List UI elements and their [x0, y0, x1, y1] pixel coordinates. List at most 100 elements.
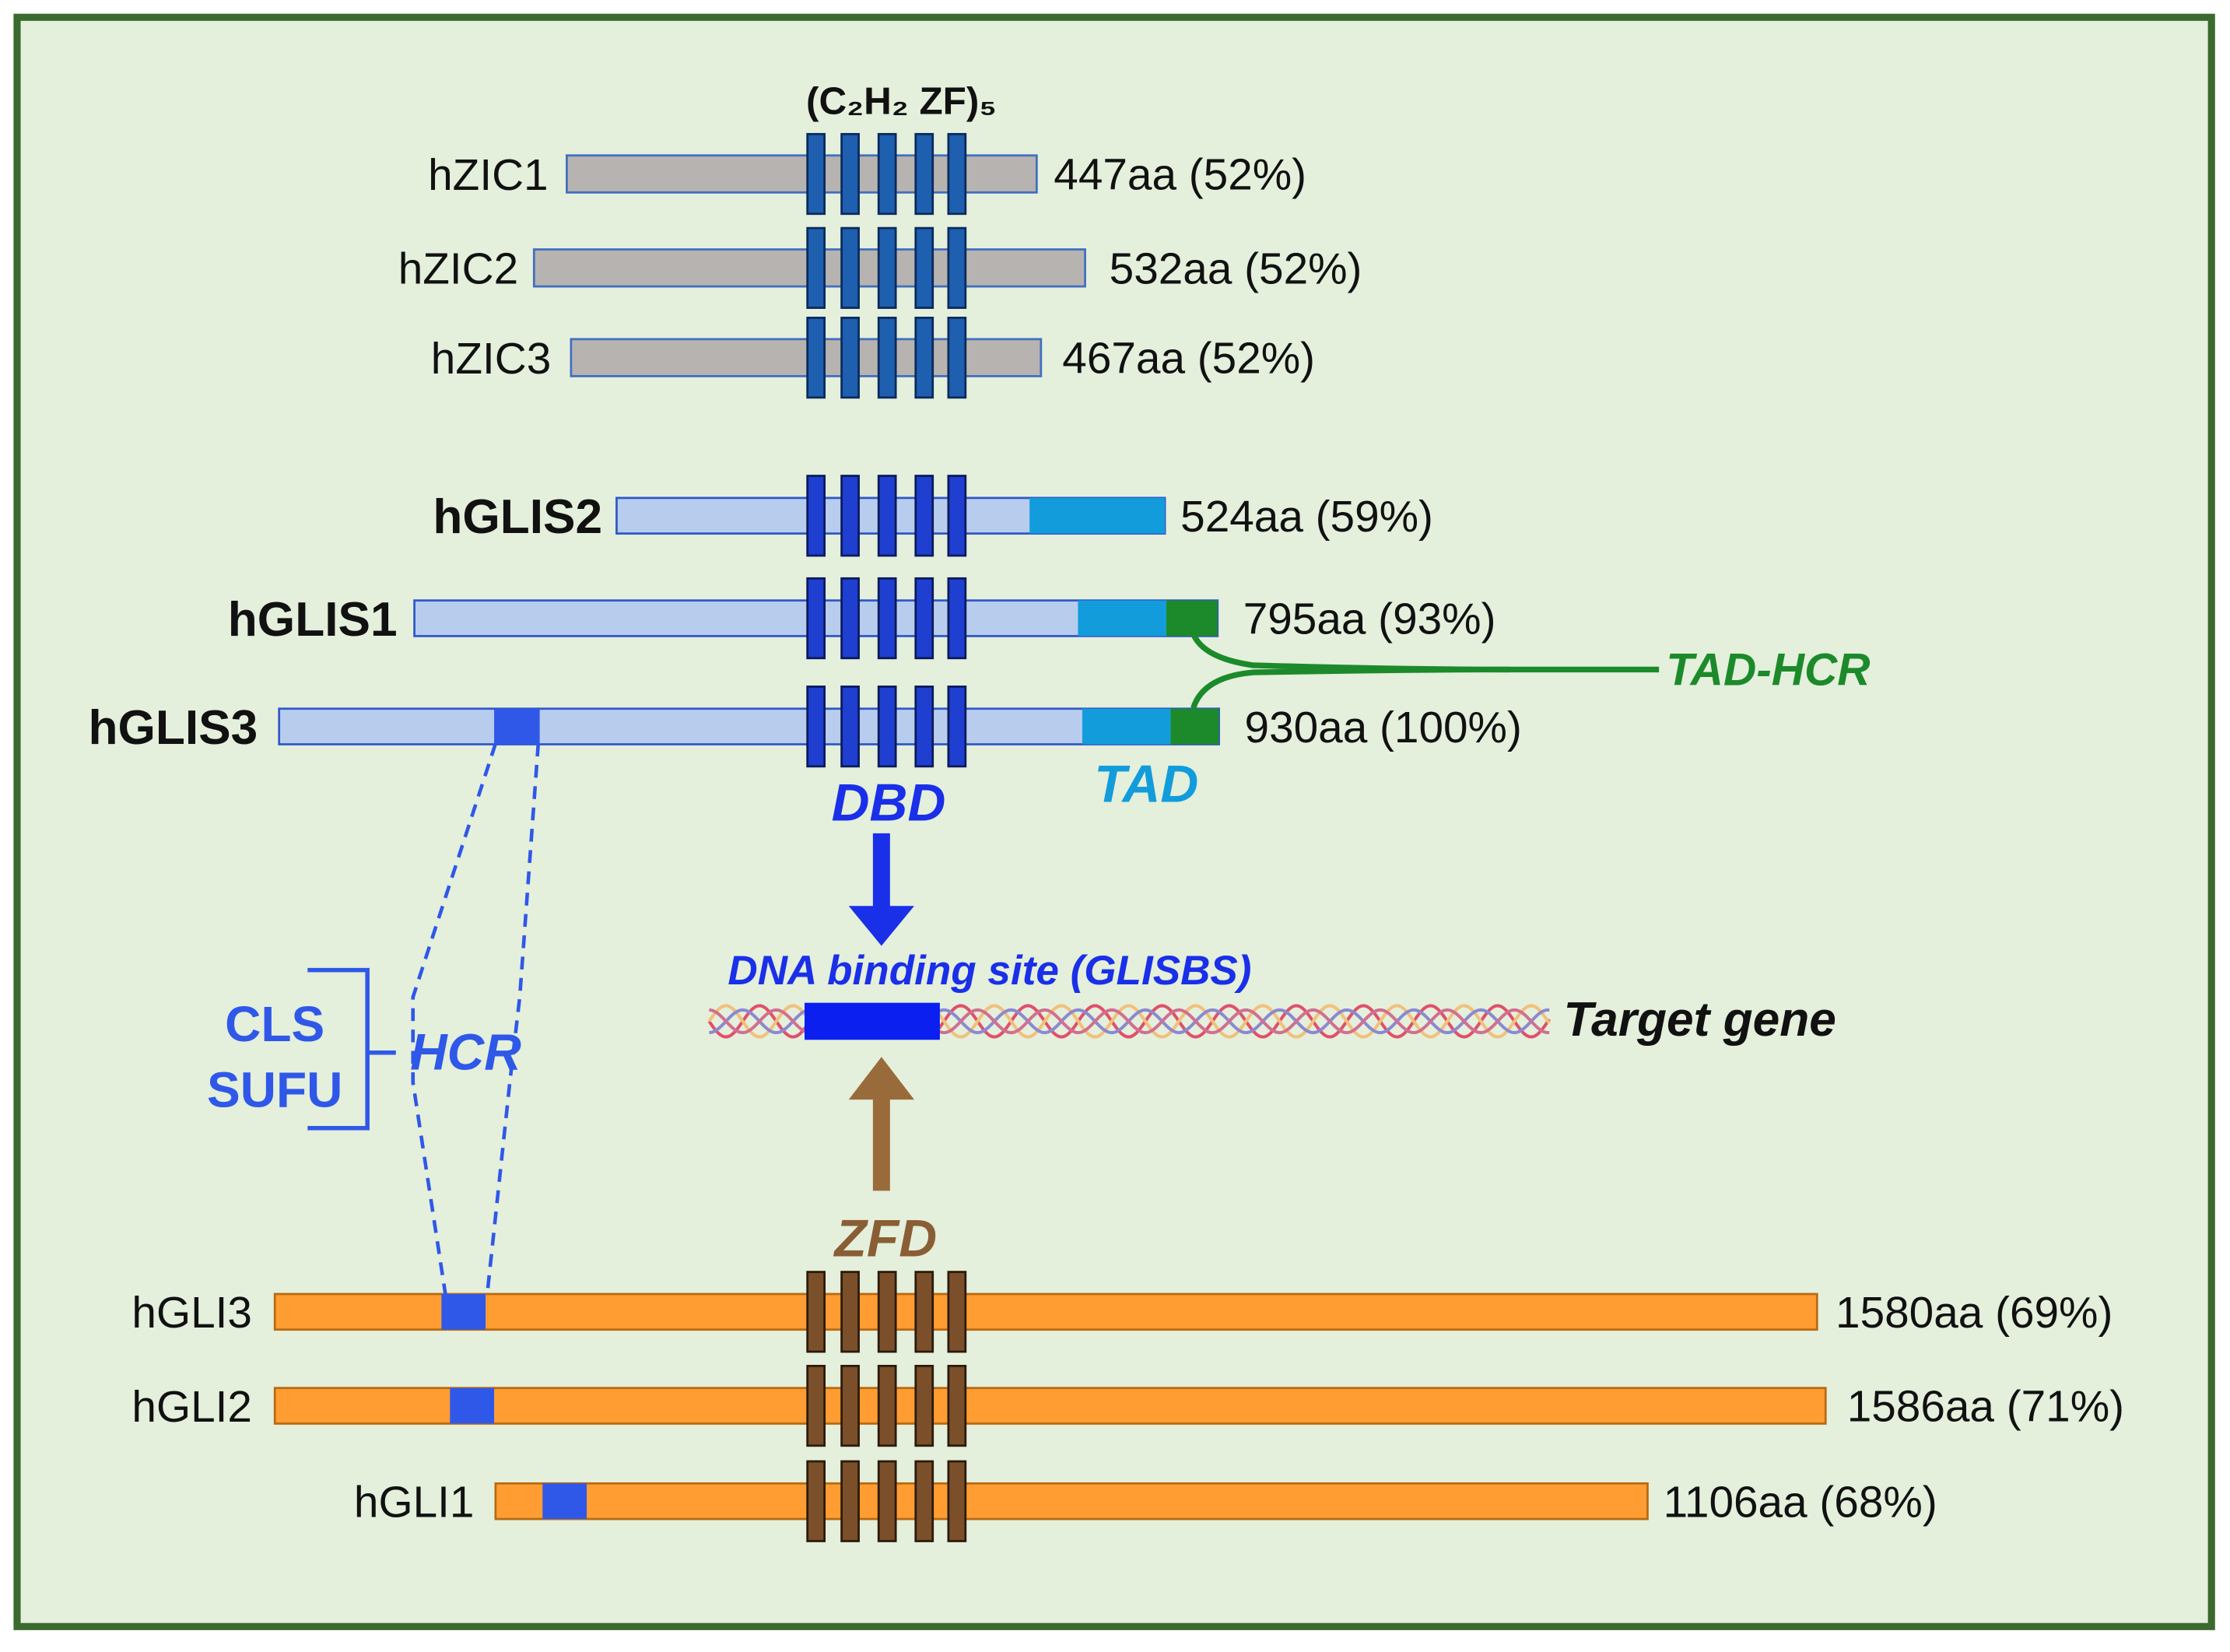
zinc-finger-zic3-5: [947, 317, 967, 399]
zfd-arrow-shaft: [872, 1096, 890, 1191]
hcr-domain-glis3: [494, 708, 540, 745]
protein-bar-glis3: [278, 707, 1220, 745]
protein-name-glis2: hGLIS2: [433, 490, 602, 544]
zinc-finger-glis1-2: [840, 577, 860, 660]
protein-bar-gli2: [273, 1387, 1827, 1425]
dbd-arrow-shaft: [872, 833, 890, 912]
hcr-connector: [411, 742, 541, 1297]
zinc-finger-gli2-4: [914, 1364, 934, 1447]
zinc-finger-zic2-1: [806, 226, 826, 309]
zinc-finger-gli2-1: [806, 1364, 826, 1447]
tad-domain-glis2: [1029, 497, 1166, 534]
zinc-finger-zic3-4: [914, 317, 934, 399]
zinc-finger-gli3-1: [806, 1271, 826, 1353]
protein-row-gli2: hGLI2 1586aa (71%): [131, 1364, 2124, 1447]
tad-hcr-domain-glis1: [1166, 600, 1218, 637]
dbd-label: DBD: [832, 773, 946, 832]
protein-row-glis2: hGLIS2 524aa (59%): [433, 475, 1433, 557]
protein-row-zic2: hZIC2 532aa (52%): [398, 226, 1362, 309]
cls-sufu-bracket: [307, 967, 396, 1131]
protein-rows: hZIC1 447aa (52%) hZIC2 532aa (52%) hZIC3 467…: [88, 132, 2124, 1542]
protein-name-gli1: hGLI1: [354, 1478, 475, 1527]
protein-bar-gli1: [494, 1482, 1649, 1520]
zinc-finger-gli3-5: [947, 1271, 967, 1353]
hcr-domain-gli3: [441, 1293, 486, 1330]
zinc-finger-gli3-2: [840, 1271, 860, 1353]
protein-row-glis3: hGLIS3 930aa (100%): [88, 686, 1522, 768]
dna-binding-site-box: [805, 1002, 940, 1040]
tad-hcr-domain-glis3: [1170, 708, 1219, 745]
zinc-finger-glis1-4: [914, 577, 934, 660]
protein-row-zic1: hZIC1 447aa (52%): [428, 132, 1306, 216]
zinc-finger-glis2-5: [947, 475, 967, 557]
zinc-finger-gli1-3: [877, 1460, 897, 1542]
protein-info-zic1: 447aa (52%): [1054, 151, 1306, 200]
zinc-finger-glis2-3: [877, 475, 897, 557]
protein-info-gli2: 1586aa (71%): [1847, 1383, 2124, 1432]
zinc-finger-zic1-4: [914, 132, 934, 216]
tad-hcr-label: TAD-HCR: [1666, 645, 1870, 696]
protein-bar-gli3: [273, 1292, 1818, 1331]
zinc-finger-glis1-3: [877, 577, 897, 660]
protein-name-zic2: hZIC2: [398, 245, 518, 294]
hcr-domain-gli1: [542, 1483, 587, 1520]
zinc-finger-glis3-2: [840, 686, 860, 768]
protein-name-zic3: hZIC3: [431, 335, 551, 384]
zinc-finger-gli3-3: [877, 1271, 897, 1353]
protein-info-glis2: 524aa (59%): [1180, 493, 1433, 542]
zinc-finger-glis3-4: [914, 686, 934, 768]
zinc-finger-zic3-2: [840, 317, 860, 399]
zinc-finger-zic2-4: [914, 226, 934, 309]
protein-info-zic3: 467aa (52%): [1062, 335, 1315, 384]
zinc-finger-zic2-2: [840, 226, 860, 309]
zinc-finger-gli1-1: [806, 1460, 826, 1542]
zfd-arrow-head: [848, 1057, 914, 1100]
zinc-finger-gli1-4: [914, 1460, 934, 1542]
zfd-arrow: [848, 1057, 914, 1191]
zinc-finger-zic2-3: [877, 226, 897, 309]
protein-info-gli3: 1580aa (69%): [1836, 1289, 2113, 1338]
dbd-arrow: [848, 833, 914, 946]
protein-name-glis3: hGLIS3: [88, 701, 258, 755]
hcr-dashed-line-left: [411, 742, 498, 1297]
zinc-finger-glis1-5: [947, 577, 967, 660]
dna-binding-site-label: DNA binding site (GLISBS): [728, 948, 1251, 994]
protein-info-glis3: 930aa (100%): [1245, 703, 1522, 752]
zinc-finger-glis1-1: [806, 577, 826, 660]
zinc-finger-gli3-4: [914, 1271, 934, 1353]
zinc-finger-zic1-3: [877, 132, 897, 216]
protein-name-gli2: hGLI2: [131, 1383, 252, 1432]
diagram-background: [13, 13, 2215, 1630]
zinc-finger-gli2-5: [947, 1364, 967, 1447]
protein-row-glis1: hGLIS1 795aa (93%): [228, 577, 1496, 660]
sufu-label: SUFU: [207, 1061, 342, 1117]
tad-hcr-connector-line-glis3: [1190, 666, 1509, 710]
protein-bar-zic3: [570, 338, 1043, 377]
zinc-finger-zic2-5: [947, 226, 967, 309]
protein-row-zic3: hZIC3 467aa (52%): [431, 317, 1315, 399]
zinc-finger-zic1-5: [947, 132, 967, 216]
protein-name-glis1: hGLIS1: [228, 593, 398, 647]
zinc-finger-gli1-5: [947, 1460, 967, 1542]
zinc-finger-zic3-3: [877, 317, 897, 399]
zinc-finger-gli1-2: [840, 1460, 860, 1542]
zinc-finger-glis3-5: [947, 686, 967, 768]
zfd-label: ZFD: [833, 1209, 938, 1268]
target-gene-label: Target gene: [1563, 993, 1836, 1047]
tad-domain-glis1: [1078, 600, 1166, 637]
zinc-finger-gli2-3: [877, 1364, 897, 1447]
zinc-finger-gli2-2: [840, 1364, 860, 1447]
zinc-finger-zic3-1: [806, 317, 826, 399]
protein-info-zic2: 532aa (52%): [1110, 244, 1362, 293]
protein-info-glis1: 795aa (93%): [1243, 595, 1496, 644]
protein-name-zic1: hZIC1: [428, 151, 548, 200]
dbd-arrow-head: [848, 906, 914, 946]
zinc-finger-glis2-2: [840, 475, 860, 557]
hcr-domain-gli2: [450, 1387, 495, 1424]
protein-info-gli1: 1106aa (68%): [1664, 1478, 1937, 1527]
zinc-finger-glis2-4: [914, 475, 934, 557]
zinc-finger-zic1-2: [840, 132, 860, 216]
